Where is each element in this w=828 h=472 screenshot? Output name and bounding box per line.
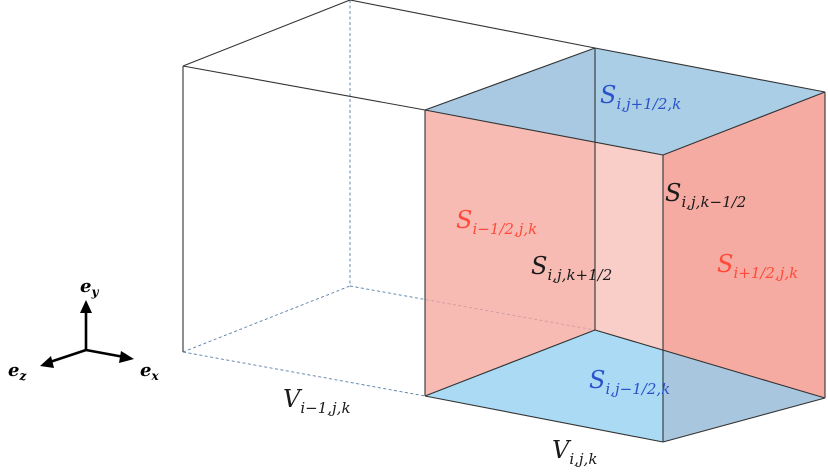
label-face-front: Si,j,k+1/2: [531, 252, 612, 284]
axis-z-head: [40, 356, 54, 368]
label-volume-current: Vi,j,k: [552, 436, 597, 468]
label-axis-y: ey: [80, 276, 99, 299]
axes: ey ex ez: [8, 276, 159, 383]
label-axis-x: ex: [140, 360, 159, 383]
label-face-right: Si+1/2,j,k: [717, 250, 798, 282]
face-bottom-y: [425, 330, 825, 442]
label-face-bottom: Si,j−1/2,k: [589, 366, 670, 398]
face-top-y: [425, 48, 825, 155]
face-right-x: [663, 92, 825, 442]
edges-current-volume: [424, 47, 826, 443]
label-face-top: Si,j+1/2,k: [600, 81, 681, 113]
axis-z-arrow: [49, 348, 87, 364]
label-face-back: Si,j,k−1/2: [665, 179, 746, 211]
axis-x-arrow: [85, 348, 125, 359]
face-left-x: [425, 48, 595, 396]
label-axis-z: ez: [8, 360, 27, 383]
label-volume-previous: Vi−1,j,k: [283, 385, 351, 417]
axis-y-head: [80, 300, 92, 313]
hidden-edges: [182, 0, 596, 397]
edges-previous-volume: [182, 0, 596, 352]
face-front-opening: [595, 130, 663, 355]
axis-x-head: [119, 351, 134, 363]
label-face-left: Si−1/2,j,k: [456, 206, 537, 238]
